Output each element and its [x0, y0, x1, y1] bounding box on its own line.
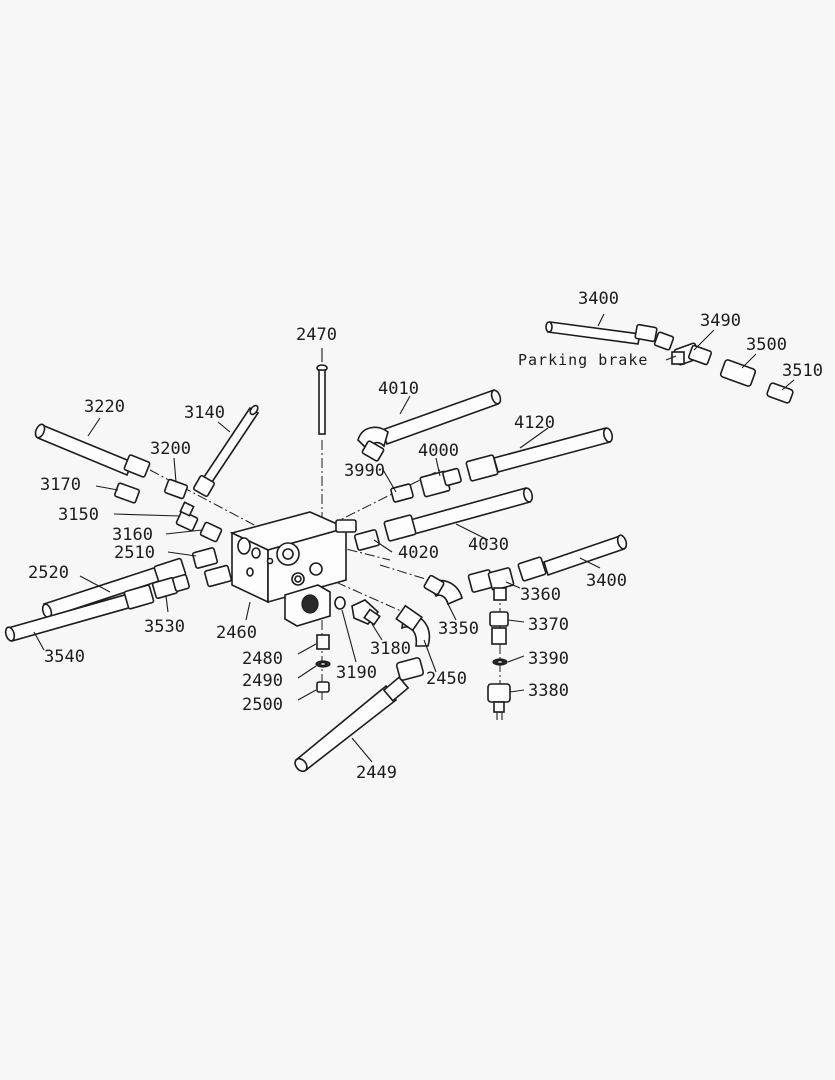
callout-4020: 4020	[398, 543, 439, 563]
callout-3490: 3490	[700, 311, 741, 331]
bolt-2470	[316, 364, 328, 435]
callout-3390: 3390	[528, 649, 569, 669]
callout-4000: 4000	[418, 441, 459, 461]
hose-4120	[465, 427, 614, 482]
stack-2480-2500	[315, 634, 331, 693]
fitting-3500	[719, 359, 757, 387]
callout-3180: 3180	[370, 639, 411, 659]
hose-4010	[357, 388, 502, 462]
callout-3530: 3530	[144, 617, 185, 637]
fitting-3160	[199, 521, 223, 543]
fitting-4020	[353, 529, 381, 551]
callout-2500: 2500	[242, 695, 283, 715]
fitting-3530	[151, 574, 190, 600]
elbow-3350	[423, 574, 463, 606]
callout-2460: 2460	[216, 623, 257, 643]
callout-3370: 3370	[528, 615, 569, 635]
fitting-3200	[163, 478, 189, 500]
callout-2449: 2449	[356, 763, 397, 783]
hose-3140	[193, 404, 260, 497]
callouts: 2470 3220 3140 3200 3170 3150 3160 2510 …	[28, 289, 823, 783]
hose-3400-lower	[517, 534, 628, 582]
callout-4030: 4030	[468, 535, 509, 555]
valve-block-2460	[229, 511, 357, 627]
callout-3190: 3190	[336, 663, 377, 683]
parts-3180-3190	[334, 596, 381, 626]
callout-2520: 2520	[28, 563, 69, 583]
callout-3380: 3380	[528, 681, 569, 701]
callout-3990: 3990	[344, 461, 385, 481]
parts-3370-3390-3380	[487, 611, 511, 720]
callout-3360: 3360	[520, 585, 561, 605]
callout-3500: 3500	[746, 335, 787, 355]
callout-3400-upper: 3400	[578, 289, 619, 309]
callout-3540: 3540	[44, 647, 85, 667]
fitting-2510	[191, 547, 233, 588]
callout-2480: 2480	[242, 649, 283, 669]
tee-3360	[467, 567, 515, 601]
callout-3350: 3350	[438, 619, 479, 639]
hose-3220	[34, 423, 151, 478]
callout-3200: 3200	[150, 439, 191, 459]
callout-3510: 3510	[782, 361, 823, 381]
callout-3150: 3150	[58, 505, 99, 525]
leader-lines	[33, 313, 795, 763]
fitting-4000	[419, 467, 462, 498]
callout-3170: 3170	[40, 475, 81, 495]
callout-2470: 2470	[296, 325, 337, 345]
fitting-3490	[653, 331, 713, 366]
callout-2490: 2490	[242, 671, 283, 691]
callout-2510: 2510	[114, 543, 155, 563]
hose-2449	[294, 604, 431, 773]
fitting-3510	[766, 382, 794, 404]
callout-4120: 4120	[514, 413, 555, 433]
callout-3220: 3220	[84, 397, 125, 417]
fitting-3150	[175, 501, 199, 532]
parking-brake-note: Parking brake	[518, 351, 648, 369]
callout-4010: 4010	[378, 379, 419, 399]
hose-3400-upper	[545, 321, 658, 345]
callout-2450: 2450	[426, 669, 467, 689]
fitting-3170	[114, 482, 140, 504]
callout-3140: 3140	[184, 403, 225, 423]
callout-3400-lower: 3400	[586, 571, 627, 591]
hose-3540	[4, 584, 155, 642]
hose-4030	[383, 487, 534, 542]
callout-3160: 3160	[112, 525, 153, 545]
fitting-3990	[390, 483, 414, 503]
